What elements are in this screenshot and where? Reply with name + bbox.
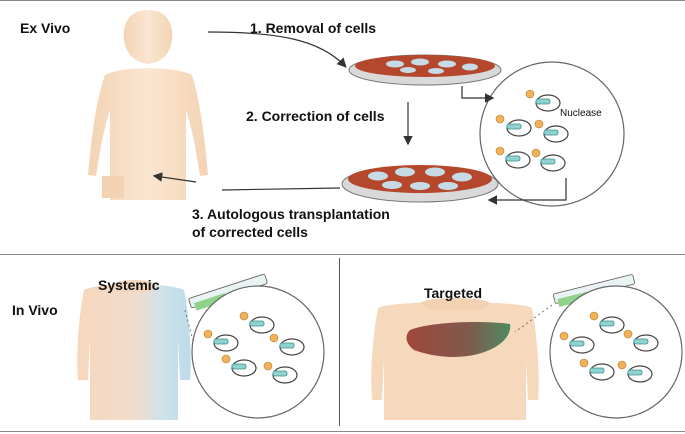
ex-vivo-body-figure [88, 10, 208, 200]
systemic-label: Systemic [98, 277, 160, 293]
nuclease-label: Nuclease [560, 108, 602, 119]
nuclease-editing-circle [479, 61, 625, 207]
bottom-divider [0, 431, 685, 432]
systemic-editing-circle [191, 285, 325, 419]
targeted-body-figure [371, 298, 539, 420]
step3-label-line2: of corrected cells [192, 224, 308, 240]
step3-label-line1: 3. Autologous transplantation [192, 206, 390, 222]
in-vivo-split-divider [339, 258, 340, 426]
step1-label: 1. Removal of cells [250, 20, 377, 36]
ex-vivo-arrows [152, 31, 567, 205]
targeted-editing-circle [549, 285, 683, 419]
systemic-body-figure [77, 280, 191, 420]
targeted-label: Targeted [424, 285, 483, 301]
liver-icon [406, 322, 511, 357]
syringe-systemic [188, 274, 268, 311]
top-divider [0, 0, 685, 1]
step2-label: 2. Correction of cells [246, 108, 385, 124]
in-vivo-title: In Vivo [12, 302, 58, 318]
middle-divider [0, 254, 685, 255]
ex-vivo-title: Ex Vivo [20, 20, 71, 36]
petri-dish-removed-cells [348, 54, 502, 86]
petri-dish-corrected-cells [341, 165, 499, 203]
